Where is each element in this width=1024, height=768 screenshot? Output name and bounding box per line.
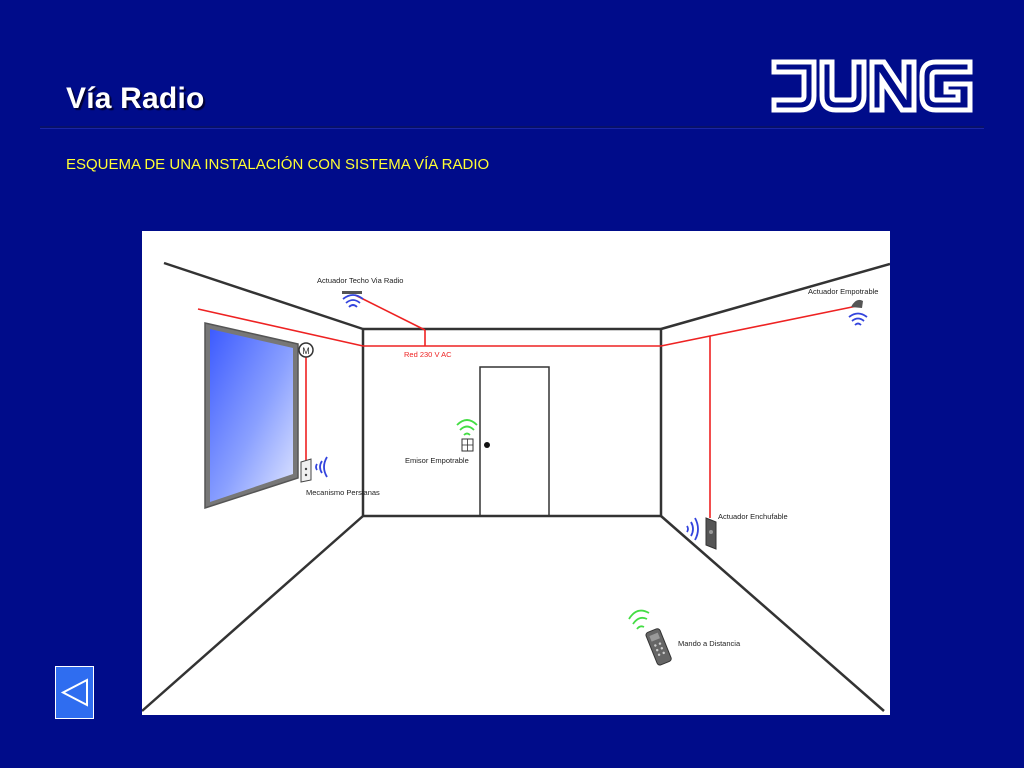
wall-transmitter	[461, 438, 474, 452]
label-network: Red 230 V AC	[404, 350, 452, 359]
label-blinds: Mecanismo Persianas	[306, 488, 380, 497]
motor-label: M	[302, 346, 310, 356]
wall-actuator	[851, 299, 863, 308]
door	[479, 366, 550, 517]
blinds-switch	[300, 458, 312, 483]
triangle-left-icon	[60, 678, 88, 707]
label-remote: Mando a Distancia	[678, 639, 741, 648]
back-button[interactable]	[55, 666, 94, 719]
radio-waves-icon	[628, 609, 650, 630]
plug-actuator	[705, 517, 717, 550]
ceiling-actuator	[342, 291, 362, 294]
jung-logo	[770, 58, 975, 114]
title-divider	[40, 126, 984, 129]
radio-waves-icon	[686, 517, 699, 541]
label-plug-actuator: Actuador Enchufable	[718, 512, 788, 521]
label-transmitter: Emisor Empotrable	[405, 456, 469, 465]
page-title: Vía Radio	[66, 82, 205, 115]
motor-symbol: M	[298, 342, 314, 358]
door-handle	[484, 442, 490, 448]
label-wall-actuator: Actuador Empotrable	[808, 287, 878, 296]
power-wiring	[197, 294, 858, 518]
label-ceiling-actuator: Actuador Techo Via Radio	[317, 276, 403, 285]
remote-control	[645, 628, 672, 666]
window	[204, 322, 299, 510]
radio-waves-icon	[456, 419, 478, 436]
radio-waves-icon	[315, 456, 328, 478]
installation-diagram: Actuador Techo Via Radio Red 230 V AC Ac…	[142, 231, 890, 715]
page-subtitle: ESQUEMA DE UNA INSTALACIÓN CON SISTEMA V…	[66, 156, 490, 173]
radio-waves-icon	[342, 294, 364, 308]
radio-waves-icon	[848, 312, 868, 326]
